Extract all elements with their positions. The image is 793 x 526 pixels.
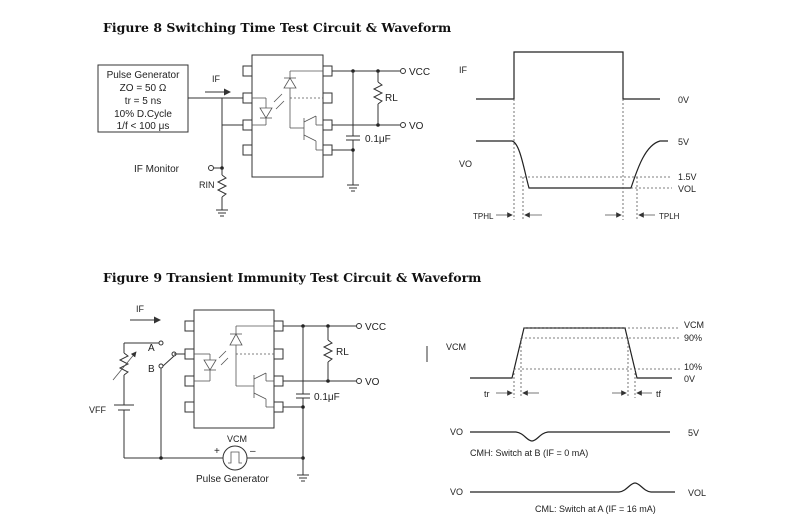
pulse-generator-tr: tr = 5 ns — [125, 96, 161, 107]
figure-8-title: Figure 8 Switching Time Test Circuit & W… — [103, 20, 452, 35]
vo2-label: VO — [450, 487, 463, 497]
vo-waveform — [476, 140, 668, 189]
rl-label: RL — [385, 93, 398, 104]
pulse-generator-label: Pulse Generator — [107, 70, 180, 81]
vo-cmh-waveform — [470, 431, 670, 442]
wave-vo-label: VO — [459, 159, 472, 169]
vcm-source-label: VCM — [227, 434, 247, 444]
vo-cml-waveform — [470, 482, 675, 493]
tf-label: tf — [656, 389, 662, 399]
vcm-left-label: VCM — [446, 342, 466, 352]
p90-label: 90% — [684, 333, 702, 343]
five-v-label-9: 5V — [688, 428, 699, 438]
vo-label: VO — [409, 121, 424, 132]
figure-9-title: Figure 9 Transient Immunity Test Circuit… — [103, 270, 482, 285]
pulse-generator-freq: 1/f < 100 μs — [117, 121, 170, 132]
vcm-pulse — [470, 327, 672, 379]
figure-8-waveform: IF 0V VO 5V 1.5V VOL TPHL TPLH — [459, 51, 697, 221]
optocoupler-ic-9 — [193, 309, 275, 429]
pulse-generator-zo: ZO = 50 Ω — [120, 83, 167, 94]
vol-label: VOL — [678, 184, 696, 194]
pulse-generator-source — [222, 445, 248, 471]
optocoupler-ic — [251, 54, 324, 178]
wave-if-label: IF — [459, 65, 468, 75]
p10-label: 10% — [684, 362, 702, 372]
tphl-label: TPHL — [473, 212, 494, 221]
vcc-label: VCC — [409, 67, 430, 78]
plus-label: + — [214, 446, 220, 457]
capacitor-label: 0.1μF — [365, 134, 391, 145]
if-pulse — [476, 51, 660, 100]
switch-a-label: A — [148, 343, 155, 354]
cml-label: CML: Switch at A (IF = 16 mA) — [535, 504, 656, 514]
switch-b-label: B — [148, 364, 155, 375]
if-monitor-label: IF Monitor — [134, 164, 180, 175]
zero-v-label-9: 0V — [684, 374, 695, 384]
tplh-label: TPLH — [659, 212, 680, 221]
variable-resistor — [118, 352, 130, 376]
vol-label-9: VOL — [688, 488, 706, 498]
figure-9-waveform: VCM VCM 90% 10% 0V tr tf VO 5V CMH: Swit… — [446, 320, 706, 514]
rin-label: RIN — [199, 180, 215, 190]
if-label: IF — [212, 74, 221, 84]
vcc-label-9: VCC — [365, 322, 386, 333]
pulse-generator-duty: 10% D.Cycle — [114, 109, 172, 120]
if-label-9: IF — [136, 304, 145, 314]
minus-label: – — [250, 446, 256, 457]
vo1-label: VO — [450, 427, 463, 437]
cmh-label: CMH: Switch at B (IF = 0 mA) — [470, 448, 588, 458]
figure-9-circuit: IF A B VFF — [89, 304, 386, 485]
five-v-label: 5V — [678, 137, 689, 147]
vo-label-9: VO — [365, 377, 380, 388]
zero-v-label: 0V — [678, 95, 689, 105]
switch-blade — [162, 355, 175, 367]
tr-label: tr — [484, 389, 490, 399]
vcm-right-label: VCM — [684, 320, 704, 330]
rin-resistor — [216, 174, 228, 198]
v15-label: 1.5V — [678, 172, 697, 182]
vff-label: VFF — [89, 405, 107, 415]
rl-label-9: RL — [336, 347, 349, 358]
pulse-generator-label-9: Pulse Generator — [196, 474, 269, 485]
capacitor-label-9: 0.1μF — [314, 392, 340, 403]
figure-8-circuit: Pulse Generator ZO = 50 Ω tr = 5 ns 10% … — [97, 54, 430, 217]
